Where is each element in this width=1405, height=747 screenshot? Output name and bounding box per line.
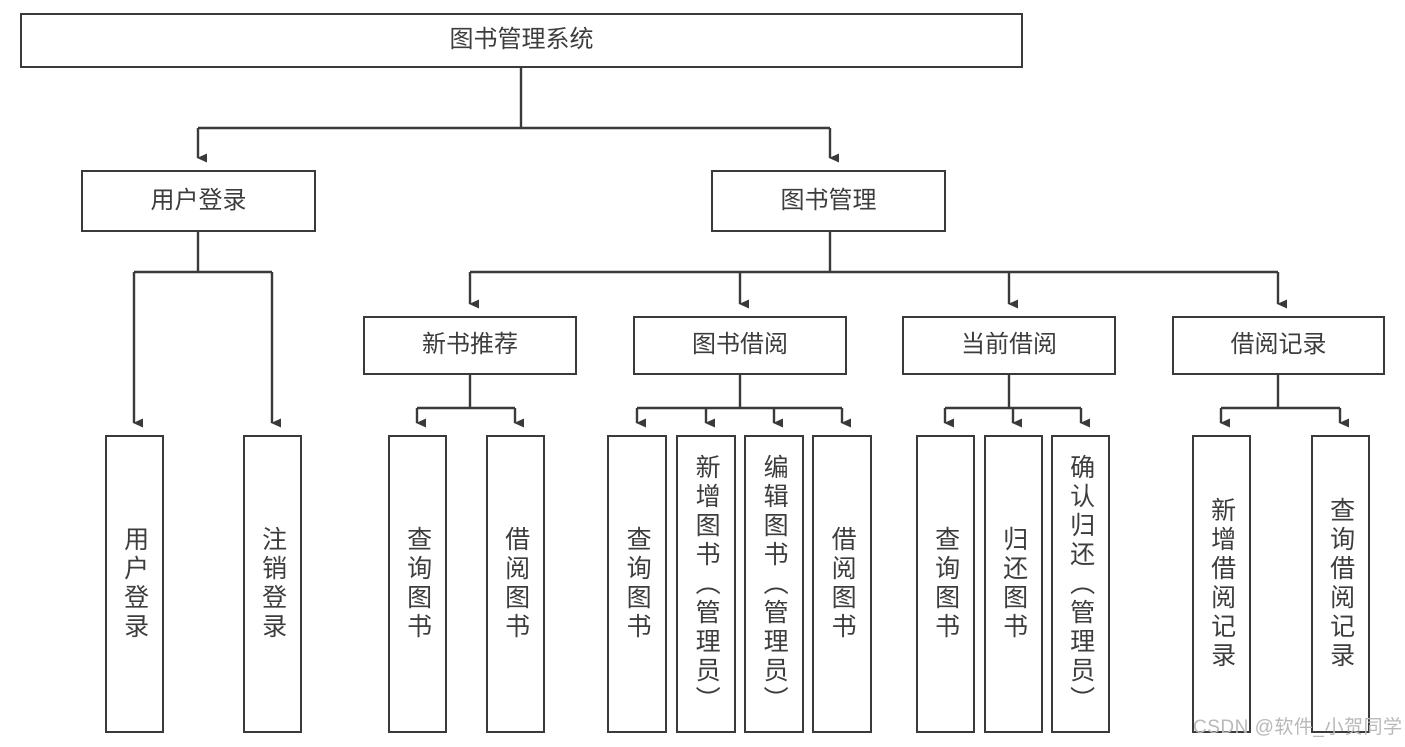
node-leaf-add-record[interactable]: 新增借阅记录: [1192, 435, 1251, 733]
node-leaf-query-book-rec-label: 查询图书: [403, 526, 432, 642]
node-leaf-confirm-return-label: 确认归还（管理员）: [1066, 453, 1095, 715]
node-new-book-rec[interactable]: 新书推荐: [363, 316, 577, 375]
node-user-login[interactable]: 用户登录: [81, 170, 316, 232]
node-leaf-return-book-label: 归还图书: [999, 526, 1028, 642]
node-leaf-borrow-book-rec[interactable]: 借阅图书: [486, 435, 545, 733]
node-root-label: 图书管理系统: [449, 26, 594, 54]
node-leaf-query-record-label: 查询借阅记录: [1326, 497, 1355, 671]
node-book-manage[interactable]: 图书管理: [711, 170, 946, 232]
node-leaf-query-book-rec[interactable]: 查询图书: [388, 435, 447, 733]
node-leaf-query-book-cur[interactable]: 查询图书: [916, 435, 975, 733]
node-leaf-borrow-book-label: 借阅图书: [828, 526, 857, 642]
node-leaf-return-book[interactable]: 归还图书: [984, 435, 1043, 733]
node-current-borrow-label: 当前借阅: [961, 331, 1057, 359]
node-leaf-confirm-return[interactable]: 确认归还（管理员）: [1051, 435, 1110, 733]
node-leaf-add-record-label: 新增借阅记录: [1207, 497, 1236, 671]
node-leaf-edit-book[interactable]: 编辑图书（管理员）: [744, 435, 804, 733]
node-leaf-add-book[interactable]: 新增图书（管理员）: [676, 435, 736, 733]
node-leaf-logout-label: 注销登录: [258, 526, 287, 642]
node-borrow-record[interactable]: 借阅记录: [1172, 316, 1385, 375]
node-leaf-query-record[interactable]: 查询借阅记录: [1311, 435, 1370, 733]
node-book-manage-label: 图书管理: [780, 186, 877, 214]
node-leaf-logout[interactable]: 注销登录: [243, 435, 302, 733]
node-user-login-label: 用户登录: [150, 186, 247, 214]
node-leaf-borrow-book[interactable]: 借阅图书: [812, 435, 872, 733]
node-new-book-rec-label: 新书推荐: [422, 331, 518, 359]
node-leaf-user-login[interactable]: 用户登录: [105, 435, 164, 733]
node-current-borrow[interactable]: 当前借阅: [902, 316, 1116, 375]
csdn-watermark: CSDN @软件_小贺同学: [1193, 717, 1403, 738]
node-book-borrow[interactable]: 图书借阅: [633, 316, 847, 375]
node-leaf-query-book[interactable]: 查询图书: [607, 435, 667, 733]
node-leaf-user-login-label: 用户登录: [120, 526, 149, 642]
node-leaf-borrow-book-rec-label: 借阅图书: [501, 526, 530, 642]
node-root[interactable]: 图书管理系统: [20, 13, 1023, 68]
node-leaf-query-book-cur-label: 查询图书: [931, 526, 960, 642]
node-leaf-add-book-label: 新增图书（管理员）: [692, 453, 721, 715]
node-leaf-query-book-label: 查询图书: [623, 526, 652, 642]
node-book-borrow-label: 图书借阅: [692, 331, 788, 359]
node-borrow-record-label: 借阅记录: [1230, 331, 1327, 359]
node-leaf-edit-book-label: 编辑图书（管理员）: [760, 453, 789, 715]
